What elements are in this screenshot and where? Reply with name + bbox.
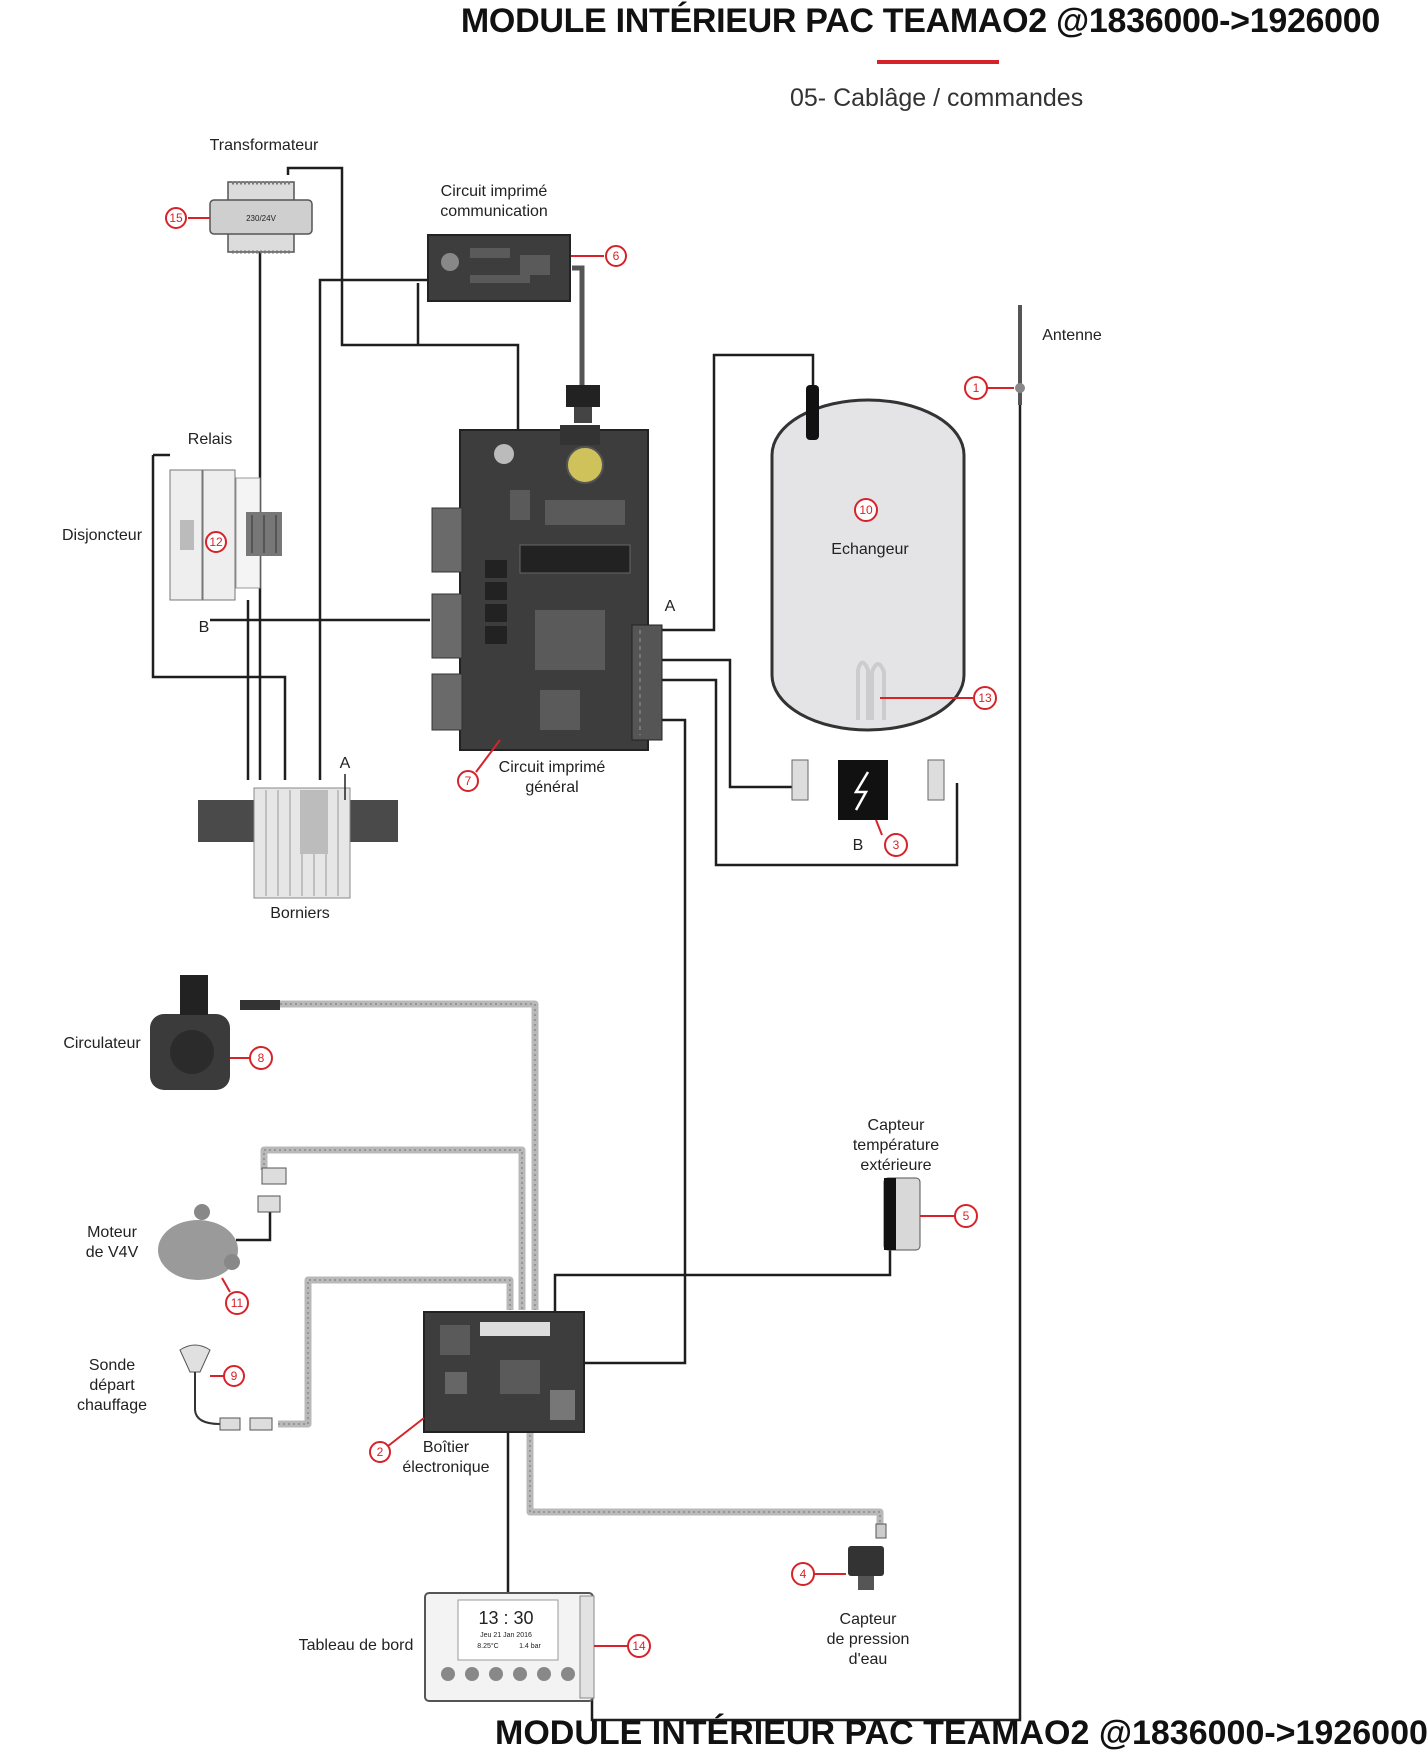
svg-text:12: 12 — [209, 535, 223, 549]
wires — [151, 166, 1022, 1722]
main-circuit-board — [431, 425, 663, 751]
terminal-block-label: Borniers — [270, 905, 330, 922]
pressure-sensor-label-1: Capteur — [840, 1611, 898, 1628]
antenna-label: Antenne — [1042, 327, 1102, 344]
main-board-label-2: général — [525, 779, 578, 796]
circulator-pump — [150, 975, 280, 1090]
callout-8: 8 — [249, 1046, 273, 1070]
control-box-board — [423, 1311, 585, 1433]
breaker-label: Disjoncteur — [62, 527, 143, 544]
dashboard-date: Jeu 21 Jan 2016 — [480, 1632, 532, 1639]
antenna — [1015, 305, 1025, 405]
page-title: MODULE INTÉRIEUR PAC TEAMAO2 @1836000->1… — [460, 2, 1380, 40]
callout-15: 15 — [165, 207, 187, 229]
callout-10: 10 — [854, 498, 878, 522]
svg-text:1: 1 — [973, 381, 980, 395]
callout-11: 11 — [225, 1291, 249, 1315]
svg-text:15: 15 — [169, 211, 183, 225]
svg-text:13: 13 — [978, 691, 992, 705]
callout-5: 5 — [954, 1204, 978, 1228]
svg-text:6: 6 — [613, 249, 620, 263]
probe-label-1: Sonde — [89, 1357, 135, 1374]
pressure-sensor-label-2: de pression — [827, 1631, 910, 1648]
outdoor-temp-sensor — [883, 1177, 921, 1251]
comm-board-label-1: Circuit imprimé — [441, 183, 548, 200]
v4v-motor — [158, 1167, 287, 1280]
callout-13: 13 — [973, 686, 997, 710]
svg-text:11: 11 — [231, 1296, 244, 1310]
callout-1: 1 — [964, 376, 988, 400]
main-board-label-1: Circuit imprimé — [499, 759, 606, 776]
exchanger-label: Echangeur — [831, 541, 909, 558]
svg-text:3: 3 — [893, 838, 900, 852]
wiring-diagram: 230/24V Transformateur 15 Circuit imprim… — [62, 137, 1102, 1722]
control-box-label-1: Boîtier — [423, 1439, 470, 1456]
svg-text:10: 10 — [859, 503, 873, 517]
signal-cables — [260, 1000, 884, 1530]
temp-sensor-label-2: température — [853, 1137, 939, 1154]
svg-text:4: 4 — [800, 1567, 807, 1581]
marker-b-exchanger: B — [853, 837, 864, 854]
transformer-plate-text: 230/24V — [246, 214, 276, 223]
comm-board-label-2: communication — [440, 203, 548, 220]
terminal-block — [198, 787, 398, 899]
svg-text:5: 5 — [963, 1209, 970, 1223]
relay-breaker — [169, 469, 282, 601]
dashboard-label: Tableau de bord — [299, 1637, 414, 1654]
callout-3: 3 — [884, 833, 908, 857]
marker-a-board: A — [665, 598, 676, 615]
relay-label: Relais — [188, 431, 232, 448]
temp-sensor-label-1: Capteur — [868, 1117, 926, 1134]
svg-text:2: 2 — [377, 1445, 384, 1459]
footer-title-cropped: MODULE INTÉRIEUR PAC TEAMAO2 @1836000->1… — [495, 1714, 1428, 1752]
probe-label-2: départ — [89, 1377, 135, 1394]
callout-14: 14 — [627, 1634, 651, 1658]
control-box-label-2: électronique — [402, 1459, 489, 1476]
communication-board — [427, 234, 571, 302]
svg-text:7: 7 — [465, 774, 472, 788]
title-underline — [877, 60, 999, 64]
callout-9: 9 — [223, 1365, 245, 1387]
marker-a-terminal: A — [340, 755, 351, 772]
dashboard-panel: 13 : 30 Jeu 21 Jan 2016 8.25°C 1.4 bar — [424, 1592, 595, 1702]
temp-sensor-label-3: extérieure — [860, 1157, 931, 1174]
callout-12: 12 — [205, 531, 227, 553]
svg-text:8: 8 — [258, 1051, 265, 1065]
dashboard-time: 13 : 30 — [478, 1608, 533, 1628]
marker-b-breaker: B — [199, 619, 210, 636]
circulator-label: Circulateur — [63, 1035, 141, 1052]
dashboard-temp: 8.25°C — [477, 1642, 498, 1650]
callout-4: 4 — [791, 1562, 815, 1586]
svg-text:9: 9 — [231, 1369, 238, 1383]
page-subtitle: 05- Cablâge / commandes — [790, 84, 1084, 112]
transformer: 230/24V — [209, 181, 313, 254]
callout-2: 2 — [369, 1441, 391, 1463]
v4v-label-2: de V4V — [86, 1244, 139, 1261]
heat-exchanger — [770, 385, 966, 820]
pressure-sensor-label-3: d'eau — [849, 1651, 888, 1668]
flow-probe — [179, 1344, 273, 1431]
v4v-label-1: Moteur — [87, 1224, 137, 1241]
probe-label-3: chauffage — [77, 1397, 147, 1414]
water-pressure-sensor — [848, 1523, 887, 1590]
dashboard-pressure: 1.4 bar — [519, 1643, 541, 1650]
svg-text:14: 14 — [632, 1639, 646, 1653]
callout-7: 7 — [457, 770, 479, 792]
transformer-label: Transformateur — [210, 137, 319, 154]
callout-6: 6 — [605, 245, 627, 267]
